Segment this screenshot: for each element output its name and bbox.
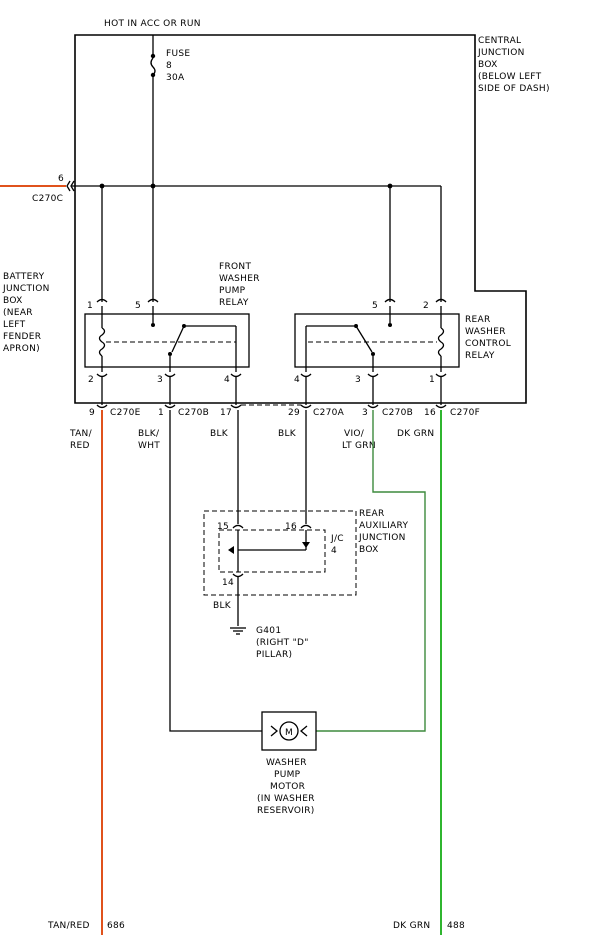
bjb-line-4: (NEAR — [3, 308, 33, 318]
pin-17: 17 — [220, 408, 232, 418]
ground-line-3: PILLAR) — [256, 650, 292, 660]
rear-relay-line-1: REAR — [465, 315, 491, 325]
ground-icon — [230, 627, 246, 635]
rajb-pin-14: 14 — [222, 578, 234, 588]
motor-line-2: PUMP — [274, 770, 301, 780]
central-junction-box-outline — [74, 34, 527, 404]
c270b-left-name: C270B — [178, 408, 209, 418]
bjb-line-7: APRON) — [3, 344, 40, 354]
bottom-left-color: TAN/RED — [47, 921, 90, 931]
wire-tan-red-2: RED — [70, 441, 90, 451]
wire-blk-wht-2: WHT — [138, 441, 160, 451]
rajb-line-1: REAR — [359, 509, 385, 519]
bjb-line-2: JUNCTION — [2, 284, 50, 294]
bjb-line-5: LEFT — [3, 320, 26, 330]
bjb-line-1: BATTERY — [3, 272, 45, 282]
blk-wht-motor-wire — [169, 410, 262, 732]
c270c-pin: 6 — [58, 174, 64, 184]
c270f-name: C270F — [450, 408, 480, 418]
power-source-label: HOT IN ACC OR RUN — [104, 19, 201, 29]
front-relay-line-1: FRONT — [219, 262, 251, 272]
c270e-pin: 9 — [89, 408, 95, 418]
motor-line-4: (IN WASHER — [257, 794, 315, 804]
rear-washer-control-relay — [294, 298, 460, 405]
rajb-jc-1: J/C — [330, 534, 344, 544]
c270f-pin: 16 — [424, 408, 436, 418]
vio-ltgrn-motor-wire — [316, 410, 426, 732]
fuse-number: 8 — [166, 61, 172, 71]
motor-line-5: RESERVOIR) — [257, 806, 315, 816]
rajb-pin-15: 15 — [217, 522, 229, 532]
rear-aux-junction-box — [203, 410, 357, 626]
c270e-name: C270E — [110, 408, 141, 418]
bottom-connector-symbols — [96, 404, 447, 409]
c270c-name: C270C — [32, 194, 63, 204]
rajb-pin-16: 16 — [285, 522, 297, 532]
bottom-right-circuit: 488 — [447, 921, 465, 931]
motor-line-1: WASHER — [266, 758, 307, 768]
front-relay-pin-5: 5 — [135, 301, 141, 311]
fuse-rating: 30A — [166, 73, 185, 83]
fuse-label: FUSE — [166, 49, 190, 59]
front-relay-pin-3: 3 — [157, 375, 163, 385]
bjb-line-3: BOX — [3, 296, 23, 306]
rajb-jc-2: 4 — [331, 546, 337, 556]
wire-blk-a: BLK — [210, 429, 229, 439]
front-relay-line-4: RELAY — [219, 298, 249, 308]
bottom-left-circuit: 686 — [107, 921, 125, 931]
ground-line-2: (RIGHT "D" — [256, 638, 309, 648]
cjb-line-5: SIDE OF DASH) — [478, 84, 550, 94]
wire-blk-b: BLK — [278, 429, 297, 439]
rajb-line-3: JUNCTION — [358, 533, 406, 543]
front-relay-line-3: PUMP — [219, 286, 246, 296]
rear-relay-line-3: CONTROL — [465, 339, 511, 349]
cjb-line-4: (BELOW LEFT — [478, 72, 542, 82]
motor-line-3: MOTOR — [270, 782, 305, 792]
cjb-line-1: CENTRAL — [478, 36, 521, 46]
cjb-line-2: JUNCTION — [477, 48, 525, 58]
c270a-name: C270A — [313, 408, 345, 418]
c270c-connector-symbol — [66, 180, 71, 192]
washer-pump-motor: M — [261, 711, 317, 751]
rear-relay-pin-1: 1 — [429, 375, 435, 385]
wire-dk-grn: DK GRN — [397, 429, 434, 439]
wire-vio-ltgrn-2: LT GRN — [342, 441, 376, 451]
rear-relay-pin-2: 2 — [423, 301, 429, 311]
wire-blk-wht-1: BLK/ — [138, 429, 160, 439]
wire-tan-red-1: TAN/ — [69, 429, 93, 439]
c270b-right-name: C270B — [382, 408, 413, 418]
rear-relay-pin-4: 4 — [294, 375, 300, 385]
c270a-pin: 29 — [288, 408, 300, 418]
rajb-line-2: AUXILIARY — [359, 521, 408, 531]
c270b-left-pin: 1 — [158, 408, 164, 418]
rear-relay-line-2: WASHER — [465, 327, 506, 337]
bottom-right-color: DK GRN — [393, 921, 430, 931]
rear-relay-pin-3: 3 — [355, 375, 361, 385]
cjb-line-3: BOX — [478, 60, 498, 70]
fuse-symbol — [150, 35, 156, 186]
front-washer-pump-relay — [84, 298, 250, 405]
motor-symbol: M — [285, 728, 293, 738]
ground-line-1: G401 — [256, 626, 281, 636]
front-relay-pin-1: 1 — [87, 301, 93, 311]
front-relay-pin-4: 4 — [224, 375, 230, 385]
wire-vio-ltgrn-1: VIO/ — [344, 429, 365, 439]
rear-relay-pin-5: 5 — [372, 301, 378, 311]
bjb-line-6: FENDER — [3, 332, 41, 342]
c270b-right-pin: 3 — [362, 408, 368, 418]
rajb-wire-out: BLK — [213, 601, 232, 611]
front-relay-line-2: WASHER — [219, 274, 260, 284]
rajb-line-4: BOX — [359, 545, 379, 555]
rear-relay-line-4: RELAY — [465, 351, 495, 361]
front-relay-pin-2: 2 — [88, 375, 94, 385]
